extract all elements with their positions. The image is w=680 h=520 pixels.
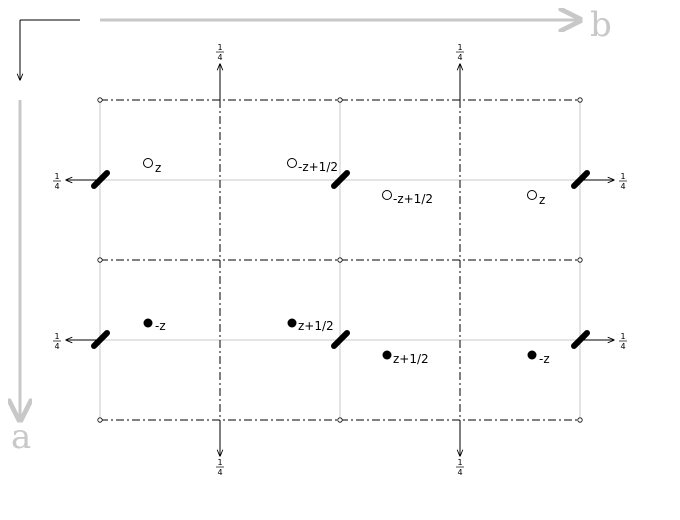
svg-text:1: 1 <box>54 332 59 341</box>
svg-text:4: 4 <box>54 182 59 191</box>
glide-planes-vertical <box>219 100 461 420</box>
svg-text:1: 1 <box>217 43 222 52</box>
svg-text:4: 4 <box>217 53 222 62</box>
svg-text:4: 4 <box>457 468 462 477</box>
svg-text:-z: -z <box>539 352 550 366</box>
origin-corner <box>20 19 80 80</box>
open-position: -z+1/2 <box>382 190 433 206</box>
fraction-label: 1 4 <box>53 172 61 191</box>
svg-text:1: 1 <box>54 172 59 181</box>
fraction-label: 1 4 <box>53 332 61 351</box>
twofold-axis-symbols <box>91 170 590 349</box>
filled-position: z+1/2 <box>382 350 429 366</box>
open-position: z <box>143 158 161 175</box>
fraction-label: 1 4 <box>216 458 224 477</box>
horizontal-axis-arrows <box>66 180 614 340</box>
svg-text:-z: -z <box>155 319 166 333</box>
fraction-label: 1 4 <box>619 332 627 351</box>
filled-position: -z <box>143 318 166 333</box>
svg-text:4: 4 <box>620 182 625 191</box>
b-axis-label: b <box>590 5 612 45</box>
svg-text:4: 4 <box>54 342 59 351</box>
svg-text:z+1/2: z+1/2 <box>298 319 334 333</box>
open-position: z <box>527 190 545 207</box>
svg-text:4: 4 <box>217 468 222 477</box>
svg-text:1: 1 <box>457 43 462 52</box>
svg-text:z: z <box>155 161 161 175</box>
svg-text:z+1/2: z+1/2 <box>393 352 429 366</box>
fraction-label: 1 4 <box>619 172 627 191</box>
svg-text:z: z <box>539 193 545 207</box>
filled-position: z+1/2 <box>287 318 334 333</box>
svg-text:1: 1 <box>217 458 222 467</box>
svg-text:4: 4 <box>457 53 462 62</box>
fraction-label: 1 4 <box>456 43 464 62</box>
a-axis-label: a <box>11 417 31 457</box>
svg-text:-z+1/2: -z+1/2 <box>298 160 338 174</box>
fraction-label: 1 4 <box>456 458 464 477</box>
vertical-axis-arrows <box>220 64 460 456</box>
open-position: -z+1/2 <box>287 158 338 174</box>
lattice-nodes <box>97 97 583 423</box>
svg-text:-z+1/2: -z+1/2 <box>393 192 433 206</box>
svg-text:1: 1 <box>457 458 462 467</box>
svg-text:1: 1 <box>620 332 625 341</box>
svg-text:4: 4 <box>620 342 625 351</box>
svg-text:1: 1 <box>620 172 625 181</box>
filled-position: -z <box>527 350 550 366</box>
fraction-label: 1 4 <box>216 43 224 62</box>
